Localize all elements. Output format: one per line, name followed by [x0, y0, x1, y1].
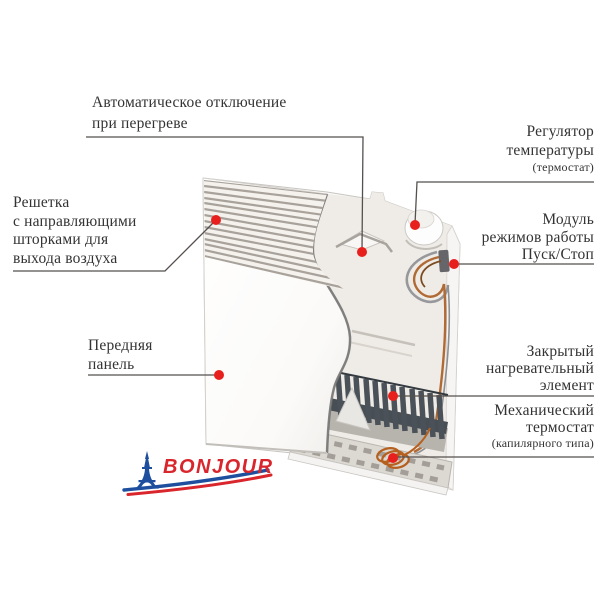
callout-mech-thermostat: Механический термостат (капилярного типа…	[492, 402, 594, 451]
side-panel	[445, 225, 461, 491]
leader-temp-regulator	[414, 181, 594, 225]
marker-dot-heating-element	[388, 391, 398, 401]
brand-logo: BONJOUR	[118, 446, 280, 500]
callout-line: температуры	[506, 142, 594, 159]
callout-line: термостат	[525, 419, 594, 436]
logo-graphics	[122, 451, 273, 496]
logo-swoosh	[122, 468, 273, 496]
callout-line: шторками для	[13, 231, 109, 248]
callout-line: Пуск/Стоп	[521, 246, 594, 263]
brand-wordmark: BONJOUR	[163, 456, 274, 478]
callout-line: Регулятор	[526, 123, 594, 140]
callout-air-grille: Решетка с направляющими шторками для вых…	[13, 194, 137, 268]
callout-line: Передняя	[88, 337, 153, 354]
leader-lines	[13, 136, 594, 458]
callout-line: режимов работы	[481, 228, 594, 246]
callout-line: при перегреве	[92, 115, 188, 132]
callout-heating-element: Закрытый нагревательный элемент	[486, 343, 594, 394]
marker-dot-auto-shutdown	[357, 247, 367, 257]
callout-front-panel: Передняя панель	[88, 336, 153, 374]
leader-air-grille	[13, 220, 216, 272]
heating-element	[320, 371, 449, 452]
element-divider	[335, 386, 371, 431]
marker-dots	[211, 215, 459, 463]
marker-dot-front-panel	[214, 370, 224, 380]
marker-dot-air-grille	[211, 215, 221, 225]
callout-note: (капилярного типа)	[491, 436, 594, 450]
callout-line: нагревательный	[485, 360, 594, 377]
callout-line: панель	[88, 356, 135, 373]
callout-line: Решетка	[13, 194, 70, 211]
callout-line: элемент	[539, 377, 594, 394]
thermostat-knob	[404, 209, 444, 250]
marker-dot-mode-module	[449, 259, 459, 269]
marker-dot-temp-regulator	[410, 220, 420, 230]
callout-note: (термостат)	[532, 160, 594, 174]
capillary-coil	[376, 427, 431, 469]
marker-dot-capillary	[388, 453, 398, 463]
bottom-grille	[287, 427, 453, 496]
callout-line: Автоматическое отключение	[92, 94, 287, 111]
back-vent-slots	[348, 329, 416, 357]
callout-auto-shutdown: Автоматическое отключение при перегреве	[92, 92, 287, 134]
eiffel-tower-icon	[135, 451, 159, 489]
callout-line: Модуль	[542, 211, 594, 228]
callout-temp-regulator: Регулятор температуры (термостат)	[506, 122, 594, 175]
callout-line: с направляющими	[13, 212, 137, 230]
callout-line: выхода воздуха	[13, 249, 118, 267]
mode-module-clip	[438, 249, 450, 273]
callout-mode-module: Модуль режимов работы Пуск/Стоп	[482, 211, 594, 264]
callout-line: Механический	[494, 402, 594, 419]
callout-line: Закрытый	[526, 343, 594, 360]
leader-auto-shutdown	[86, 136, 364, 252]
